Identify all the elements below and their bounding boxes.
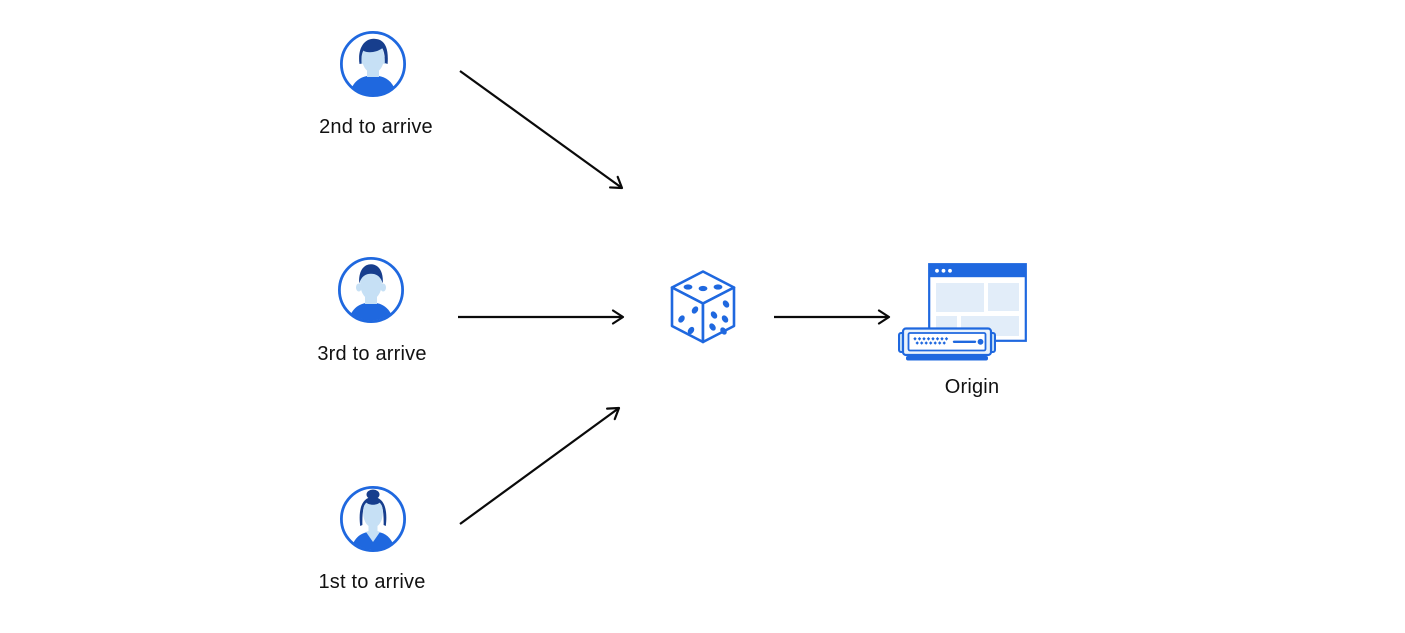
arrow-user1st-to-dice xyxy=(459,406,621,525)
user-avatar-female-bun-icon xyxy=(339,485,407,553)
origin-node: Origin xyxy=(898,263,1028,403)
user-node-2nd: 2nd to arrive xyxy=(319,30,433,138)
user-avatar-male-swept-hair-icon xyxy=(339,30,407,98)
user-node-3rd: 3rd to arrive xyxy=(317,256,426,365)
user-label-1st: 1st to arrive xyxy=(318,571,426,593)
origin-label: Origin xyxy=(944,376,1000,398)
dice-icon xyxy=(670,270,736,344)
dice-node xyxy=(668,268,738,346)
user-node-1st: 1st to arrive xyxy=(318,485,425,593)
user-label-2nd: 2nd to arrive xyxy=(319,116,433,138)
user-label-3rd: 3rd to arrive xyxy=(317,343,427,365)
arrow-user2nd-to-dice xyxy=(459,70,624,190)
user-avatar-male-short-hair-icon xyxy=(337,256,405,324)
origin-server-icon xyxy=(898,327,996,361)
